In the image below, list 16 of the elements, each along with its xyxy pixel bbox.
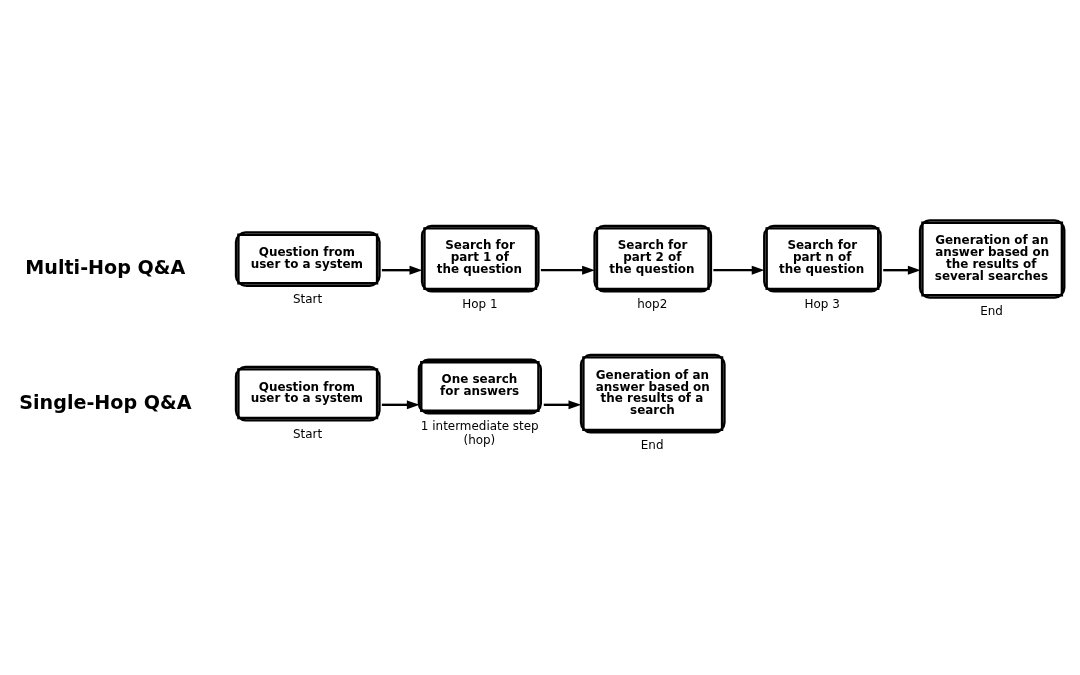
arrow: [540, 265, 595, 275]
label: Multi-Hop Q&A: [25, 256, 186, 280]
label: Single-Hop Q&A: [19, 390, 192, 414]
node-label: Start: [293, 426, 323, 441]
node-label: End: [640, 438, 664, 453]
arrow: [713, 265, 765, 275]
arrow: [381, 265, 423, 275]
arrow: [883, 265, 921, 275]
node-label: Hop 3: [804, 297, 840, 312]
node-label: Start: [293, 291, 323, 306]
node-label: Hop 1: [462, 297, 498, 312]
node-label: End: [980, 303, 1003, 318]
arrow: [543, 400, 582, 410]
arrow: [381, 400, 420, 410]
node-label: hop2: [637, 297, 668, 312]
node-label: 1 intermediate step (hop): [420, 419, 539, 447]
